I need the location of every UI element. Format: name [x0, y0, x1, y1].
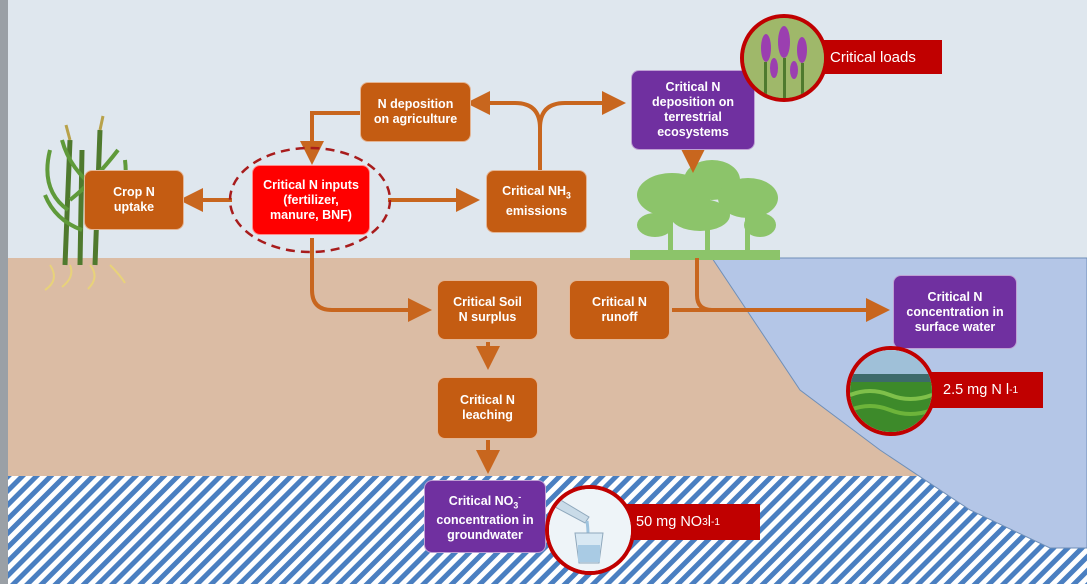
groundwater-threshold-mid: l	[707, 514, 711, 530]
left-edge	[0, 0, 8, 584]
critical-loads-label: Critical loads	[830, 48, 916, 66]
critical-inputs-line3: manure, BNF)	[270, 207, 352, 222]
groundwater-line1: Critical NO3-	[449, 490, 521, 514]
crop-uptake-line2: uptake	[113, 200, 155, 214]
surface-water-concentration-box: Critical N concentration in surface wate…	[893, 275, 1017, 349]
critical-inputs-line1: Critical N inputs	[263, 177, 359, 192]
terrestrial-line2: deposition on	[652, 95, 734, 109]
critical-inputs-box: Critical N inputs (fertilizer, manure, B…	[252, 165, 370, 235]
groundwater-threshold-sub: 3	[702, 516, 708, 528]
runoff-line2: runoff	[601, 310, 638, 324]
surface-threshold-value: 2.5 mg N l	[943, 382, 1010, 398]
groundwater-threshold-prefix: 50 mg NO	[636, 514, 703, 530]
critical-inputs-highlight	[228, 146, 392, 254]
groundwater-line3: groundwater	[447, 528, 523, 543]
deposition-agri-line1: N deposition	[377, 97, 454, 111]
surface-threshold-sup: -1	[1009, 384, 1019, 396]
soil-surplus-line1: Critical Soil	[453, 295, 522, 309]
leaching-line1: Critical N	[460, 393, 515, 407]
groundwater-superscript: -	[518, 491, 522, 502]
orchid-flowers-photo	[740, 14, 828, 102]
crop-uptake-line1: Crop N	[113, 185, 155, 199]
flow-arrows	[179, 91, 890, 474]
algae-lake-photo	[846, 346, 936, 436]
deposition-agri-line2: on agriculture	[373, 112, 458, 126]
deposition-agriculture-box: N deposition on agriculture	[360, 82, 471, 142]
surface-line2: concentration in	[906, 304, 1004, 319]
groundwater-line2: concentration in	[436, 513, 534, 528]
nh3-subscript: 3	[566, 190, 571, 201]
nh3-line2: emissions	[505, 203, 568, 218]
soil-surplus-box: Critical Soil N surplus	[437, 280, 538, 340]
terrestrial-line1: Critical N	[665, 80, 721, 94]
nh3-line1: Critical NH3	[502, 184, 571, 204]
runoff-box: Critical N runoff	[569, 280, 670, 340]
crop-uptake-box: Crop N uptake	[84, 170, 184, 230]
surface-line3: surface water	[914, 319, 996, 334]
groundwater-subscript: 3	[513, 500, 519, 511]
nh3-emissions-box: Critical NH3 emissions	[486, 170, 587, 233]
groundwater-threshold-sup: -1	[710, 516, 720, 528]
runoff-line1: Critical N	[592, 295, 647, 309]
water-glass-photo	[545, 485, 635, 575]
terrestrial-deposition-box: Critical N deposition on terrestrial eco…	[631, 70, 755, 150]
groundwater-concentration-box: Critical NO3- concentration in groundwat…	[424, 480, 546, 553]
terrestrial-line4: ecosystems	[657, 125, 729, 139]
groundwater-prefix: Critical NO	[448, 493, 514, 508]
nh3-prefix: Critical NH	[502, 184, 567, 199]
soil-surplus-line2: N surplus	[458, 310, 517, 324]
terrestrial-line3: terrestrial	[664, 110, 722, 124]
leaching-box: Critical N leaching	[437, 377, 538, 439]
leaching-line2: leaching	[462, 408, 513, 422]
surface-line1: Critical N	[927, 289, 983, 304]
critical-inputs-line2: (fertilizer,	[283, 192, 339, 207]
